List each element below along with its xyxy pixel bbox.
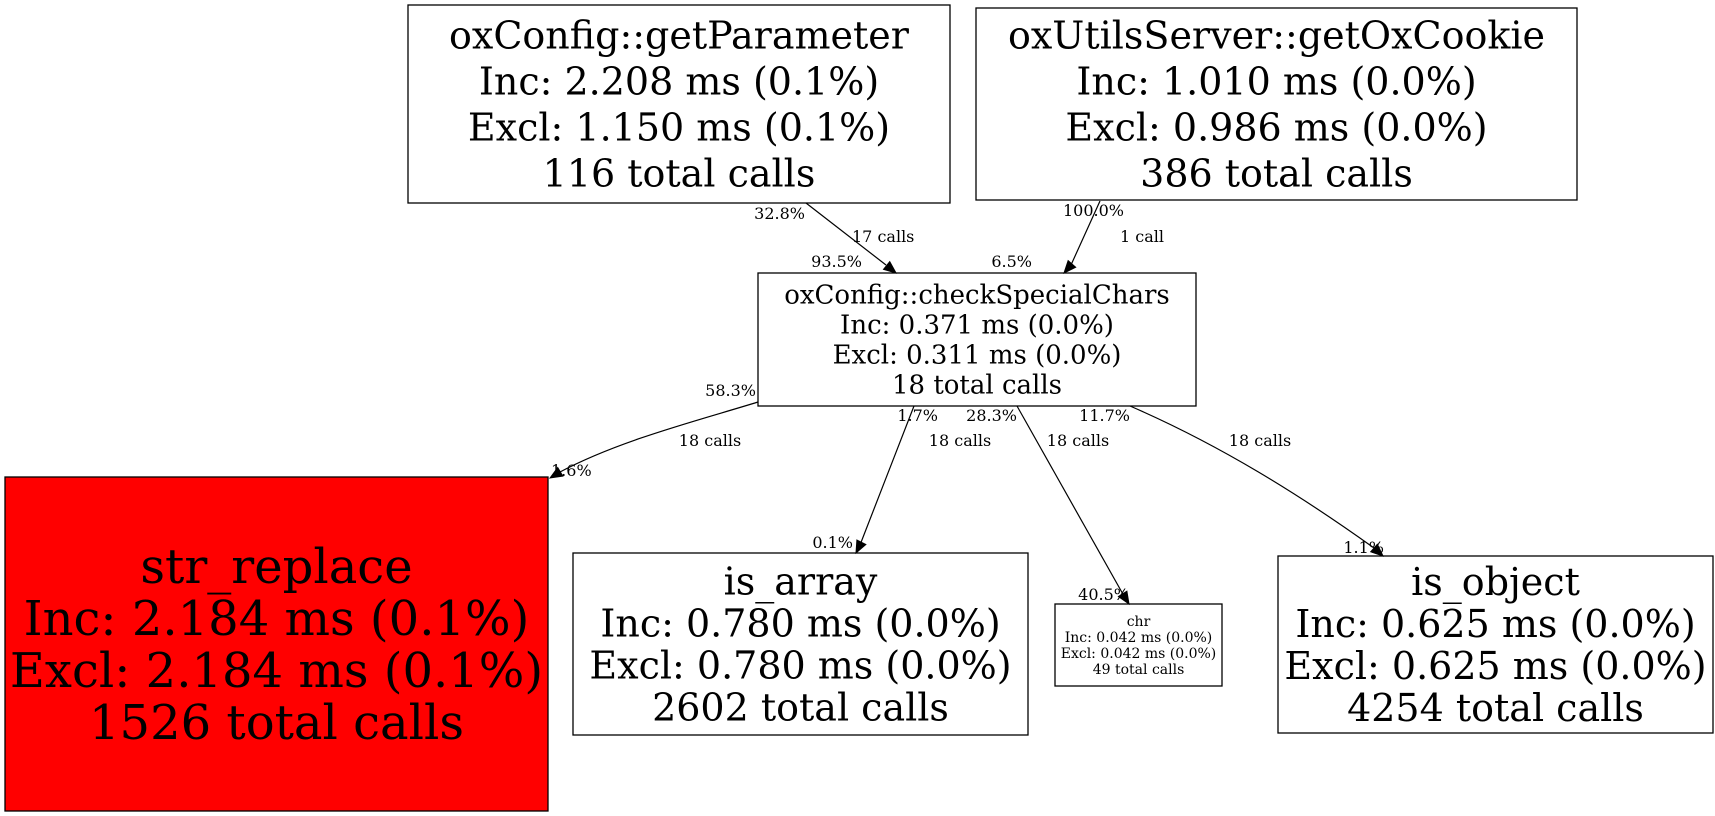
edge-calls-label: 18 calls	[929, 431, 991, 450]
node-stat-line: Inc: 2.208 ms (0.1%)	[479, 59, 879, 103]
node-stat-line: 116 total calls	[543, 151, 816, 195]
node-box	[4, 476, 549, 812]
edge-getParameter-to-checkSpecialChars: 17 calls 32.8% 93.5%	[754, 202, 914, 274]
node-function-name: oxConfig::checkSpecialChars	[784, 281, 1170, 311]
node-stat-line: 2602 total calls	[652, 685, 949, 729]
node-stat-line: 4254 total calls	[1347, 686, 1644, 730]
edge-line	[559, 401, 759, 473]
node-function-name: str_replace	[140, 539, 412, 595]
edge-checkSpecialChars-to-is_object: 18 calls 11.7% 1.1%	[1079, 405, 1384, 557]
node-stat-line: Inc: 2.184 ms (0.1%)	[24, 591, 530, 647]
edge-line	[1016, 405, 1125, 597]
node-function-name: oxUtilsServer::getOxCookie	[1008, 13, 1545, 57]
node-stat-line: Excl: 0.042 ms (0.0%)	[1061, 646, 1217, 662]
edge-tail-percent: 100.0%	[1063, 201, 1124, 220]
node-stat-line: Excl: 0.311 ms (0.0%)	[833, 341, 1122, 371]
node-box	[1054, 603, 1223, 687]
edge-head-percent: 1.6%	[551, 461, 592, 480]
edge-checkSpecialChars-to-str_replace: 18 calls 58.3% 1.6%	[548, 381, 759, 480]
node-stat-line: Excl: 1.150 ms (0.1%)	[468, 105, 890, 149]
arrowhead	[1369, 543, 1384, 557]
node-stat-line: 1526 total calls	[89, 695, 464, 751]
node-stat-line: Inc: 1.010 ms (0.0%)	[1076, 59, 1476, 103]
edge-line	[1129, 405, 1375, 549]
node-box	[975, 7, 1578, 201]
edge-checkSpecialChars-to-chr: 18 calls 28.3% 40.5%	[966, 405, 1130, 606]
node-stat-line: Excl: 2.184 ms (0.1%)	[10, 643, 543, 699]
edge-line	[1070, 200, 1101, 266]
node-box	[572, 552, 1029, 736]
edge-line	[859, 405, 915, 546]
node-stat-line: Inc: 0.042 ms (0.0%)	[1065, 630, 1213, 646]
node-function-name: is_object	[1411, 560, 1580, 605]
edge-tail-percent: 58.3%	[705, 381, 756, 400]
edge-calls-label: 18 calls	[679, 431, 741, 450]
edge-head-percent: 93.5%	[811, 252, 862, 271]
arrowhead	[1063, 259, 1077, 274]
edge-tail-percent: 28.3%	[966, 406, 1017, 425]
node-stat-line: Inc: 0.780 ms (0.0%)	[600, 601, 1000, 645]
edge-tail-percent: 32.8%	[754, 204, 805, 223]
edge-calls-label: 1 call	[1120, 227, 1164, 246]
edge-head-percent: 6.5%	[991, 252, 1032, 271]
arrowhead	[855, 539, 867, 555]
arrowhead	[1117, 590, 1130, 606]
edge-tail-percent: 11.7%	[1079, 406, 1130, 425]
node-stat-line: 49 total calls	[1093, 662, 1185, 678]
edge-calls-label: 18 calls	[1229, 431, 1291, 450]
node-box	[407, 4, 951, 204]
edge-head-percent: 0.1%	[812, 533, 853, 552]
node-stat-line: Excl: 0.986 ms (0.0%)	[1065, 105, 1487, 149]
edge-tail-percent: 1.7%	[897, 406, 938, 425]
arrowhead	[882, 260, 898, 274]
node-stat-line: Inc: 0.625 ms (0.0%)	[1295, 602, 1695, 646]
node-function-name: is_array	[724, 559, 878, 604]
edge-head-percent: 1.1%	[1343, 538, 1384, 557]
node-box	[1277, 555, 1714, 734]
node-stat-line: 18 total calls	[892, 371, 1062, 401]
edge-calls-label: 18 calls	[1047, 431, 1109, 450]
edge-line	[805, 202, 887, 266]
edge-getOxCookie-to-checkSpecialChars: 1 call 100.0% 6.5%	[991, 200, 1164, 274]
node-function-name: chr	[1127, 614, 1151, 630]
node-stat-line: Excl: 0.625 ms (0.0%)	[1284, 644, 1706, 688]
node-stat-line: Inc: 0.371 ms (0.0%)	[840, 311, 1114, 341]
node-stat-line: 386 total calls	[1140, 151, 1413, 195]
arrowhead	[548, 466, 564, 479]
node-stat-line: Excl: 0.780 ms (0.0%)	[589, 643, 1011, 687]
node-box	[757, 272, 1197, 407]
edge-checkSpecialChars-to-is_array: 18 calls 1.7% 0.1%	[812, 405, 991, 555]
edge-calls-label: 17 calls	[852, 227, 914, 246]
node-function-name: oxConfig::getParameter	[449, 13, 910, 57]
edge-head-percent: 40.5%	[1078, 585, 1129, 604]
